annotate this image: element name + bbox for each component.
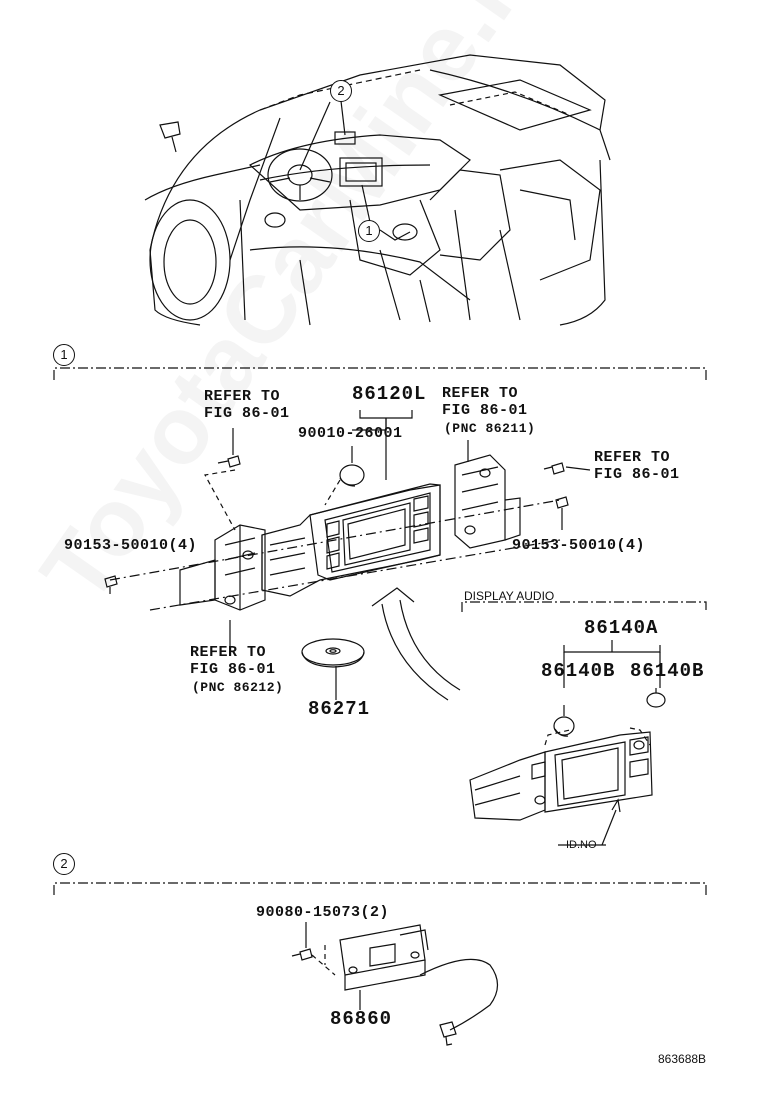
refer-label-bottom-left-line1: REFER TO	[190, 644, 267, 661]
part-number-86140A: 86140A	[584, 617, 659, 639]
audio-unit-86120L	[261, 410, 441, 597]
display-audio-unit-86140A	[469, 688, 666, 846]
section2-frame	[53, 882, 707, 895]
callout-1: 1	[358, 220, 380, 242]
figure-code: 863688B	[658, 1052, 707, 1066]
display-audio-frame	[461, 601, 707, 688]
part-number-90153-right: 90153-50010(4)	[512, 537, 646, 554]
refer-label-right-line1: REFER TO	[594, 449, 671, 466]
part-number-86860: 86860	[330, 1008, 393, 1030]
bolts-90153	[104, 428, 591, 594]
left-bracket	[109, 469, 561, 650]
refer-label-bottom-left-pnc: (PNC 86212)	[192, 680, 284, 695]
part-number-86140B-right: 86140B	[630, 660, 705, 682]
part-number-90153-left: 90153-50010(4)	[64, 537, 198, 554]
vehicle-overview	[144, 54, 611, 326]
part-number-90080-15073: 90080-15073(2)	[256, 904, 390, 921]
section1-callout: 1	[53, 344, 75, 366]
section1-frame	[53, 367, 707, 380]
id-no-label: ID.NO	[566, 839, 597, 851]
module-86860	[291, 922, 499, 1046]
replacement-arrow	[371, 587, 461, 701]
refer-label-top-right-pnc: (PNC 86211)	[444, 421, 536, 436]
clip-90010-26001	[324, 446, 365, 506]
refer-label-top-left-line2: FIG 86-01	[204, 405, 290, 422]
refer-label-top-right-line1: REFER TO	[442, 385, 519, 402]
section2-callout: 2	[53, 853, 75, 875]
right-bracket	[454, 440, 521, 549]
part-number-86120L: 86120L	[352, 383, 427, 405]
refer-label-top-left-line1: REFER TO	[204, 388, 281, 405]
cd-86271	[301, 638, 365, 700]
refer-label-bottom-left-line2: FIG 86-01	[190, 661, 276, 678]
part-number-86271: 86271	[308, 698, 371, 720]
callout-2: 2	[330, 80, 352, 102]
refer-label-top-right-line2: FIG 86-01	[442, 402, 528, 419]
refer-label-right-line2: FIG 86-01	[594, 466, 680, 483]
part-number-86140B-left: 86140B	[541, 660, 616, 682]
display-audio-heading: DISPLAY AUDIO	[464, 589, 555, 603]
part-number-90010-26001: 90010-26001	[298, 425, 403, 442]
